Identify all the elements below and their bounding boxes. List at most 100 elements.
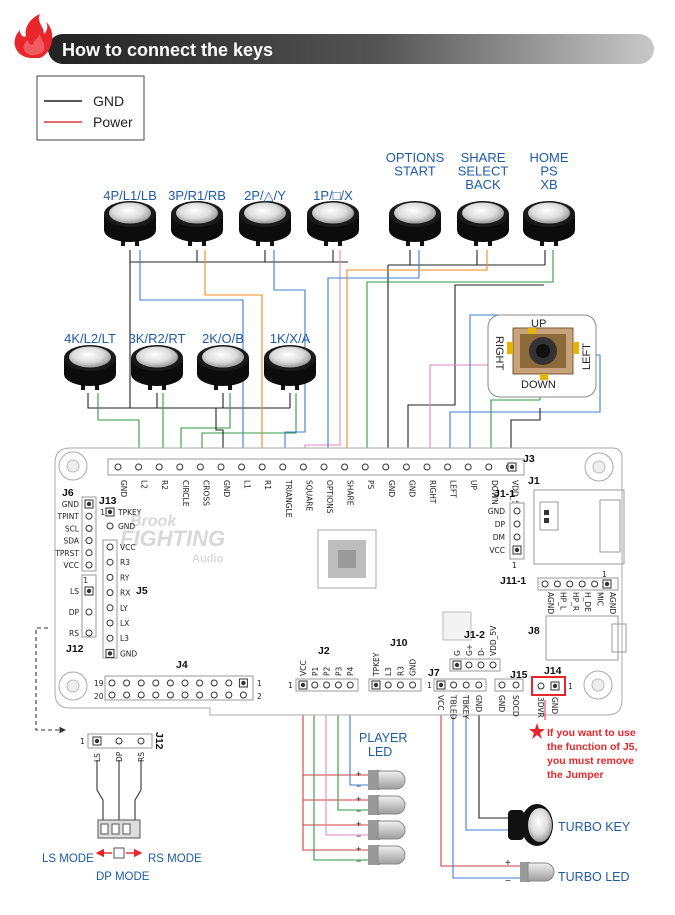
player-leds: +−+−+−+− [356, 769, 406, 866]
turbo-led [520, 862, 555, 882]
j11-1-pin-1 [541, 580, 549, 588]
j6-pin-2 [85, 512, 93, 520]
brook-watermark: Brook FIGHTING Audio [120, 513, 225, 565]
j1-1-pin-one: 1 [512, 561, 517, 570]
j4-pin-r2-8 [210, 691, 218, 699]
j3-pin-14 [382, 463, 390, 471]
j4-row-19: 19 [94, 679, 104, 688]
j11-1-pin-2 [553, 580, 561, 588]
audio-jack [545, 615, 627, 661]
j5-pin-4 [106, 589, 114, 597]
rs-mode-label: RS MODE [148, 853, 202, 865]
button-label-right-2-l2: SELECT [458, 164, 509, 179]
arcade-button-bottom-3 [197, 345, 249, 390]
j3-header [107, 458, 525, 476]
j11-1-pin-5 [591, 580, 599, 588]
player-led-1: +− [356, 769, 406, 791]
j2-pin-label-4: P3 [334, 666, 343, 676]
j1-1-header [509, 502, 525, 560]
button-label-right-2-l1: SHARE [461, 150, 506, 165]
j12-breakout-name: J12 [153, 732, 165, 750]
button-label-top-1: 4P/L1/LB [103, 188, 157, 203]
jumper-note: If you want to use the function of J5, y… [529, 723, 637, 781]
j5-pin-label-5: LY [120, 604, 128, 613]
j15-pin-label-1: SOCD [511, 695, 520, 717]
j10-pin-label-3: R3 [396, 666, 405, 676]
button-label-right-1-l2: START [394, 164, 435, 179]
j3-pin-16 [423, 463, 431, 471]
j1-2-header [449, 658, 501, 672]
j5-pin-label-1: VCC [120, 543, 136, 552]
turbo-led-minus: − [505, 876, 511, 887]
svg-text:If you want to use: If you want to use [547, 727, 636, 739]
j1-1-pin-3 [513, 533, 521, 541]
j4-pin-r1-6 [181, 679, 189, 687]
j1-1-pin-label-4: VCC [489, 546, 505, 555]
j11-1-pin-label-1: AGND [546, 592, 555, 614]
j14-pin-1 [537, 682, 545, 690]
j7-name: J7 [428, 667, 440, 679]
j12-pin-2 [85, 608, 93, 616]
turbo-led-plus: + [505, 858, 511, 869]
j5-pin-label-3: RY [120, 573, 130, 582]
j10-pin-label-1: TPKEY [372, 652, 381, 677]
j4-end-1: 1 [257, 679, 262, 688]
j3-pin-label-2: L2 [140, 480, 149, 489]
joystick-left-label: LEFT [581, 343, 593, 370]
j4-pin-r1-2 [123, 679, 131, 687]
j4-pin-r1-5 [166, 679, 174, 687]
j6-header [81, 496, 97, 572]
j5-pin-1 [106, 543, 114, 551]
j3-pin-13 [361, 463, 369, 471]
j2-pin-label-2: P1 [311, 666, 320, 676]
j6-pin-label-5: TPRST [54, 549, 79, 558]
j4-pin-r2-3 [137, 691, 145, 699]
j6-pin-4 [85, 537, 93, 545]
j1-2-pin-3 [477, 661, 485, 669]
j3-pin-label-10: SQUARE [304, 480, 313, 511]
player-led-plus-4: + [356, 844, 361, 854]
j13-pin-one: 1 [100, 508, 105, 517]
button-label-right-1-l1: OPTIONS [386, 150, 445, 165]
j14-pin-one: 1 [568, 682, 573, 691]
j7-pin-2 [450, 681, 458, 689]
j3-pin-label-19: DOWN [490, 480, 499, 505]
j3-pin-label-13: PS [366, 480, 375, 490]
player-led-3: +− [356, 819, 406, 841]
j3-pin-4 [176, 463, 184, 471]
button-label-bottom-1: 4K/L2/LT [64, 331, 116, 346]
j12-pin-3 [85, 629, 93, 637]
j3-pin-label-14: GND [387, 480, 396, 497]
j3-pin-3 [155, 463, 163, 471]
j5-pin-5 [106, 604, 114, 612]
turbo-key-label: TURBO KEY [558, 820, 631, 834]
j11-1-name: J11-1 [500, 575, 526, 587]
j4-pin-r2-4 [152, 691, 160, 699]
turbo-key-button [508, 804, 553, 846]
j4-pin-r1-3 [137, 679, 145, 687]
j6-pin-label-1: GND [62, 500, 79, 509]
j3-pin-17 [444, 463, 452, 471]
j2-pin-label-1: VCC [299, 660, 308, 676]
j11-1-pin-label-3: HP_R [571, 592, 580, 611]
j2-pin-label-3: P2 [323, 666, 332, 676]
j12-pin-label-1: LS [70, 587, 79, 596]
j11-1-pin-label-6: AGND [608, 592, 617, 614]
j11-1-pin-label-4: H_DE [583, 592, 592, 612]
player-led-label-1: PLAYER [359, 731, 407, 745]
j3-pin-9 [279, 463, 287, 471]
j3-pin-12 [341, 463, 349, 471]
j5-pin-7 [106, 634, 114, 642]
j14-pin-label-1: 3DVR [536, 697, 545, 718]
j7-pin-label-2: TBLED [449, 694, 458, 720]
j10-pin-label-4: GND [409, 659, 418, 676]
j10-pin-3 [396, 681, 404, 689]
j4-pin-r1-7 [196, 679, 204, 687]
j3-pin-label-16: RIGHT [428, 480, 437, 504]
j2-pin-2 [311, 681, 319, 689]
j6-pin-5 [85, 549, 93, 557]
j3-pin-18 [464, 463, 472, 471]
j2-pin-one: 1 [288, 681, 293, 690]
j12-pin-label-3: RS [69, 629, 79, 638]
arcade-button-top-2 [171, 201, 223, 246]
